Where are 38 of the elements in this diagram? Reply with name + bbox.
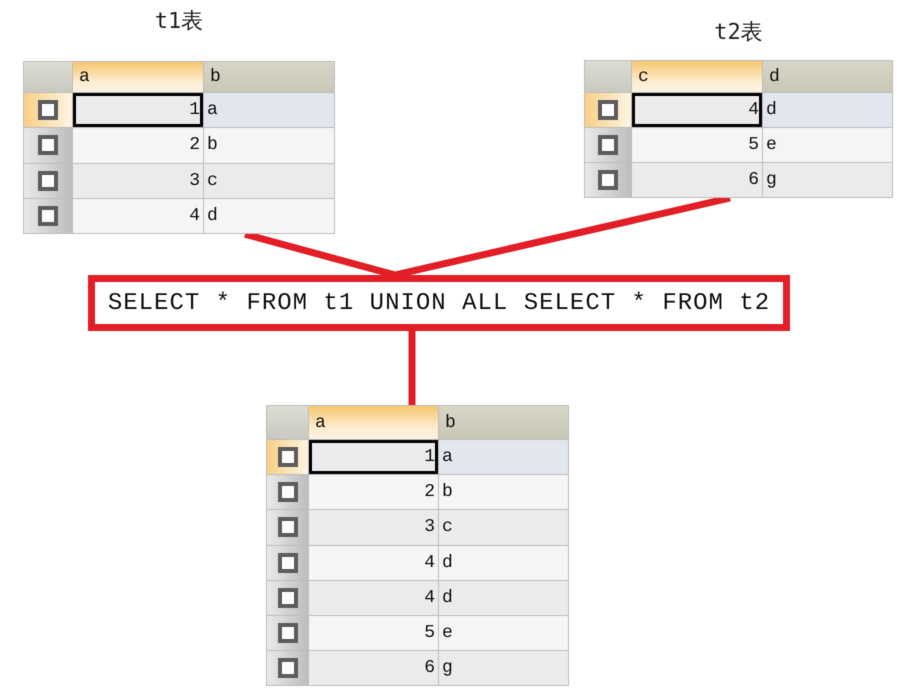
- table-cell: 5: [309, 616, 438, 650]
- table-cell: 5: [632, 128, 762, 162]
- table-cell: a: [204, 93, 334, 128]
- table-cell: 1: [73, 93, 203, 128]
- table-cell: b: [204, 128, 334, 163]
- column-header: b: [204, 62, 334, 92]
- table-cell: g: [439, 651, 568, 686]
- table-cell: 4: [309, 580, 438, 615]
- table-cell: d: [439, 580, 568, 615]
- sql-box: SELECT * FROM t1 UNION ALL SELECT * FROM t2: [88, 275, 790, 331]
- table-cell: e: [439, 616, 568, 650]
- table-cell: d: [763, 93, 892, 127]
- table-cell: 2: [309, 475, 438, 510]
- connector-line: [408, 331, 416, 405]
- column-header: c: [632, 61, 762, 92]
- table-cell: 6: [309, 651, 438, 686]
- table-title: t2表: [714, 19, 763, 47]
- table-cell: 1: [309, 440, 438, 474]
- column-header: a: [73, 62, 203, 92]
- table-title: t1表: [154, 8, 204, 36]
- table-cell: g: [763, 163, 892, 197]
- table-cell: 3: [309, 510, 438, 545]
- table-cell: c: [439, 510, 568, 545]
- table-cell: 4: [632, 93, 762, 127]
- table-cell: 6: [632, 163, 762, 197]
- column-header: a: [309, 406, 438, 439]
- column-header: d: [763, 61, 892, 92]
- table-cell: e: [763, 128, 892, 162]
- table-cell: a: [439, 440, 568, 474]
- table-cell: d: [204, 198, 334, 234]
- table-cell: b: [439, 475, 568, 510]
- column-header: b: [439, 406, 568, 439]
- table-cell: 2: [73, 128, 203, 163]
- table-cell: d: [439, 546, 568, 580]
- table-cell: 4: [309, 546, 438, 580]
- table-cell: c: [204, 164, 334, 198]
- table-cell: 3: [73, 164, 203, 198]
- table-cell: 4: [73, 198, 203, 234]
